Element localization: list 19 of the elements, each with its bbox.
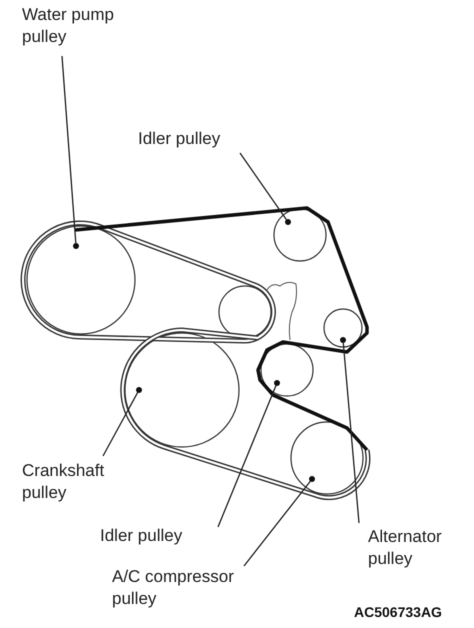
pulley-hub-dot	[285, 219, 291, 225]
leader-line	[243, 481, 311, 566]
leader-line	[61, 56, 76, 244]
leader-line	[239, 152, 287, 220]
pulley-hub-dot	[309, 476, 315, 482]
pulley-hub-dot	[136, 387, 142, 393]
part-label: Idler pulley	[138, 128, 258, 150]
part-label: Water pump pulley	[22, 4, 142, 48]
leader-line	[102, 392, 138, 456]
pulley-hub-dot	[340, 337, 346, 343]
pulley-hub-dot	[73, 243, 79, 249]
figure-code: AC506733AG	[354, 604, 442, 620]
leader-line	[217, 386, 276, 528]
part-label: Crankshaft pulley	[22, 460, 142, 504]
leader-line	[342, 342, 360, 524]
pulley-hub-dot	[274, 380, 280, 386]
part-label: Idler pulley	[100, 525, 230, 547]
part-label: A/C compressor pulley	[112, 566, 282, 610]
part-label: Alternator pulley	[368, 526, 468, 570]
